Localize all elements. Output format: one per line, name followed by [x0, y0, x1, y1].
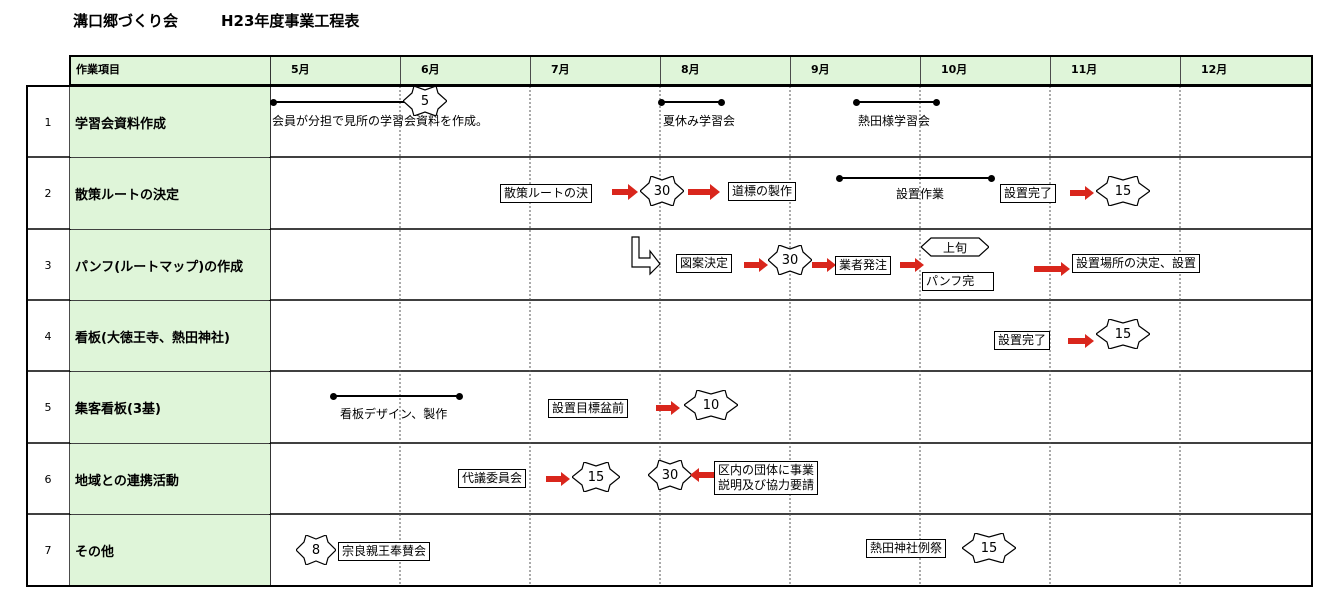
month-header-11: 11月: [1051, 56, 1180, 84]
dot-r1-summer-end: [718, 99, 725, 106]
label-r5-design: 看板デザイン、製作: [340, 407, 448, 421]
badge-r6-2-value: 30: [661, 467, 679, 483]
arrow-r2-route: [612, 184, 638, 200]
arrow-r3-pamph: [900, 258, 924, 272]
badge-r6-1-value: 15: [587, 469, 605, 485]
bend-arrow-r3: [631, 236, 661, 276]
month-header-9: 9月: [791, 56, 920, 84]
box-r2-done: 設置完了: [1000, 184, 1057, 203]
box-r6-council: 代議委員会: [458, 469, 527, 488]
badge-r7-1: 8: [296, 535, 336, 565]
bar-r1-atsuta: [857, 101, 937, 103]
badge-r1: 5: [403, 86, 447, 116]
box-r2-signpost: 道標の製作: [728, 182, 797, 201]
dot-r5-design-end: [456, 393, 463, 400]
box-r6-request: 区内の団体に事業 説明及び協力要請: [714, 461, 819, 495]
dot-r5-design-start: [330, 393, 337, 400]
box-r3-design: 図案決定: [676, 254, 733, 273]
box-r3-pamph: パンフ完: [922, 272, 994, 291]
bar-r1-main: [272, 101, 414, 103]
badge-r3-early: 上旬: [921, 236, 989, 258]
task-item-1: 学習会資料作成: [70, 87, 270, 157]
bar-r2-install: [840, 177, 992, 179]
badge-r5: 10: [684, 390, 738, 420]
dot-r2-install-end: [988, 175, 995, 182]
header-task-column: 作業項目: [70, 56, 270, 84]
label-r1-summer: 夏休み学習会: [663, 114, 736, 128]
badge-r1-value: 5: [420, 93, 430, 109]
arrow-r2-done: [1070, 186, 1094, 200]
box-r3-place: 設置場所の決定、設置: [1072, 254, 1201, 273]
task-item-7: その他: [70, 515, 270, 586]
month-header-8: 8月: [661, 56, 790, 84]
badge-r4: 15: [1096, 319, 1150, 349]
title-org: 溝口郷づくり会: [73, 12, 179, 30]
badge-r7-1-value: 8: [311, 542, 321, 558]
dot-r2-install-start: [836, 175, 843, 182]
dot-r1-summer-start: [658, 99, 665, 106]
month-header-7: 7月: [531, 56, 660, 84]
box-r7-festival: 熱田神社例祭: [866, 539, 947, 558]
title-document: H23年度事業工程表: [221, 12, 360, 30]
row-number-3: 3: [44, 258, 52, 272]
badge-r3-value: 30: [781, 252, 799, 268]
row-number-5: 5: [44, 401, 52, 414]
row-number-7: 7: [44, 544, 52, 557]
box-r5-target: 設置目標盆前: [548, 399, 629, 418]
badge-r2-2: 15: [1096, 176, 1150, 206]
arrow-r6-request: [690, 468, 714, 482]
box-r7-prince: 宗良親王奉賛会: [338, 542, 431, 561]
label-r1-note: 会員が分担で見所の学習会資料を作成。: [272, 114, 489, 128]
month-header-10: 10月: [921, 56, 1050, 84]
dot-r1-main-start: [270, 99, 277, 106]
arrow-r4-done: [1068, 334, 1094, 348]
dot-r1-atsuta-end: [933, 99, 940, 106]
badge-r4-value: 15: [1114, 326, 1132, 342]
task-item-4: 看板(大徳王寺、熱田神社): [70, 301, 270, 371]
label-r2-install: 設置作業: [896, 187, 945, 201]
task-item-6: 地域との連携活動: [70, 444, 270, 514]
box-r3-order: 業者発注: [835, 256, 892, 275]
badge-r3-early-label: 上旬: [942, 240, 967, 255]
badge-r6-1: 15: [572, 462, 620, 492]
badge-r3: 30: [768, 245, 812, 275]
task-item-2: 散策ルートの決定: [70, 158, 270, 229]
badge-r2-2-value: 15: [1114, 183, 1132, 199]
row-number-1: 1: [44, 115, 52, 129]
row-number-6: 6: [44, 472, 52, 486]
bar-r5-design: [334, 395, 460, 397]
badge-r2-1: 30: [640, 176, 684, 206]
box-r4-done: 設置完了: [994, 331, 1051, 350]
month-header-12: 12月: [1181, 56, 1312, 84]
arrow-r3-place: [1034, 262, 1070, 276]
month-header-5: 5月: [271, 56, 400, 84]
label-r1-atsuta: 熱田様学習会: [858, 114, 931, 128]
arrow-r5-target: [656, 401, 680, 415]
arrow-r3-order: [812, 258, 836, 272]
row-number-2: 2: [44, 187, 52, 200]
badge-r7-2: 15: [962, 533, 1016, 563]
badge-r2-1-value: 30: [653, 183, 671, 199]
task-item-5: 集客看板(3基): [70, 372, 270, 443]
arrow-r6-council: [546, 472, 570, 486]
dot-r1-atsuta-start: [853, 99, 860, 106]
box-r2-route: 散策ルートの決: [500, 184, 593, 203]
badge-r5-value: 10: [702, 397, 720, 413]
arrow-r3-design: [744, 258, 768, 272]
bar-r1-summer: [662, 101, 722, 103]
month-header-6: 6月: [401, 56, 530, 84]
badge-r7-2-value: 15: [980, 540, 998, 556]
task-item-3: パンフ(ルートマップ)の作成: [70, 230, 270, 300]
row-number-4: 4: [44, 329, 52, 343]
badge-r6-2: 30: [648, 460, 692, 490]
arrow-r2-signpost: [688, 184, 720, 200]
